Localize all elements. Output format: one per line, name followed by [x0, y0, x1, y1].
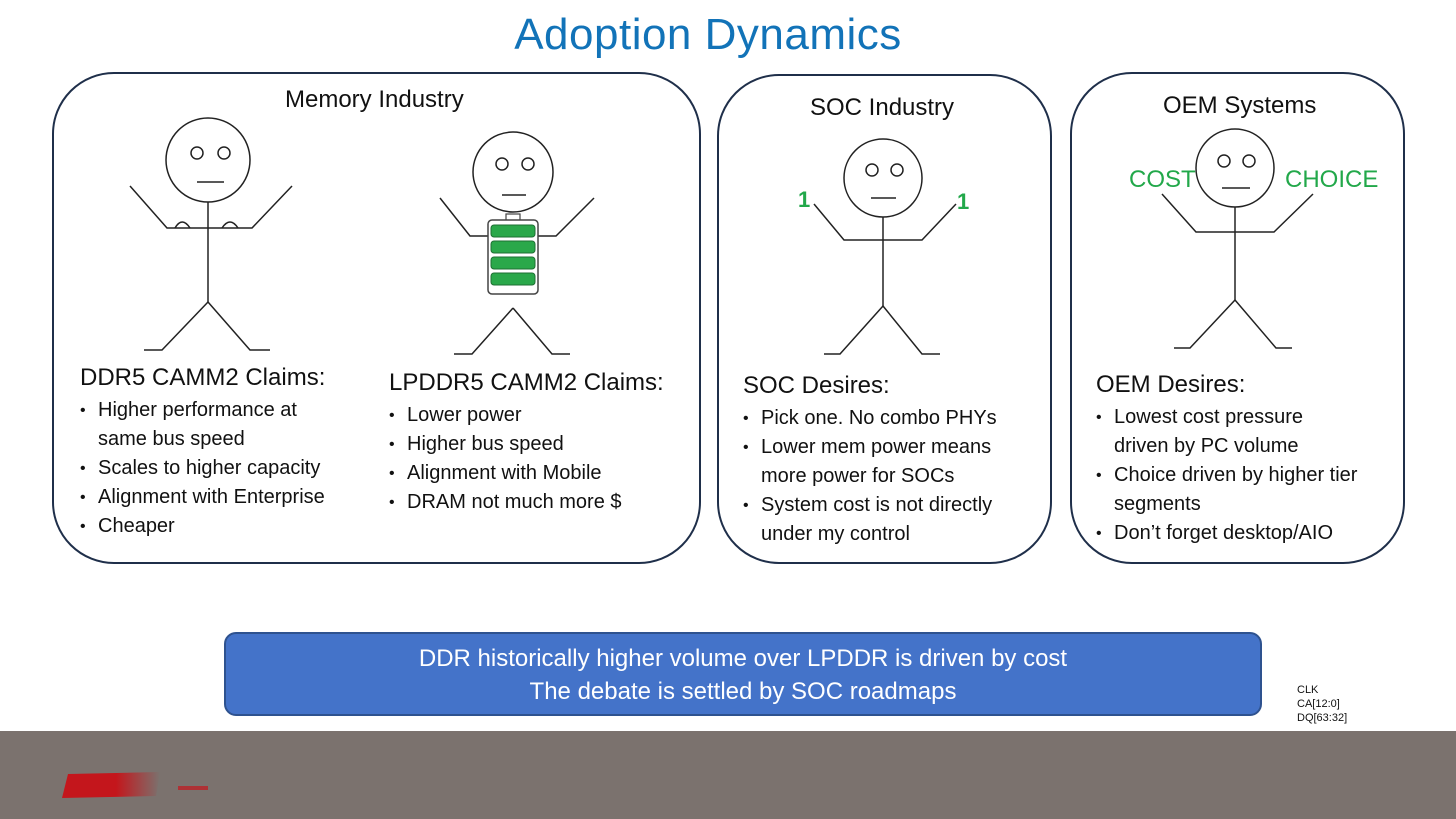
lpddr5-figure-head — [472, 131, 554, 213]
brand-logo — [62, 772, 208, 798]
soc-left-hand-label: 1 — [798, 187, 811, 212]
soc-figure-head — [843, 138, 923, 218]
oem-figure-arm-right — [1235, 193, 1314, 233]
signal-label: CA[12:0] — [1297, 698, 1340, 710]
oem-stick-figure — [1161, 128, 1314, 349]
list-item: Lowest cost pressure driven by PC volume — [1096, 403, 1344, 461]
list-item: Alignment with Enterprise — [80, 483, 370, 512]
ddr5-claims-list: Higher performance at same bus speed Sca… — [80, 396, 370, 541]
list-item: Pick one. No combo PHYs — [743, 404, 1033, 433]
banner-line-1: DDR historically higher volume over LPDD… — [418, 645, 1068, 672]
soc-figure-arm-right — [883, 203, 957, 241]
list-item: Choice driven by higher tier segments — [1096, 461, 1364, 519]
oem-figure-arm-left — [1161, 193, 1235, 233]
ddr5-claims: DDR5 CAMM2 Claims: Higher performance at… — [80, 364, 370, 541]
ddr5-figure-head — [165, 117, 251, 203]
oem-figure-leg-left — [1174, 299, 1236, 349]
soc-desires-heading: SOC Desires: — [743, 372, 890, 399]
ddr5-figure-arm-left — [129, 185, 208, 229]
banner-line-2: The debate is settled by SOC roadmaps — [529, 678, 957, 705]
list-item: Cheaper — [80, 512, 370, 541]
ddr5-figure-bicep-right — [221, 221, 239, 229]
ddr5-claims-heading: DDR5 CAMM2 Claims: — [80, 364, 326, 391]
ddr5-figure-eye-right — [217, 146, 231, 160]
soc-figure-leg-left — [824, 305, 884, 355]
lpddr5-claims-list: Lower power Higher bus speed Alignment w… — [389, 401, 689, 517]
ddr5-figure-eye-left — [190, 146, 204, 160]
list-item: System cost is not directly under my con… — [743, 491, 1023, 549]
soc-desires-list: Pick one. No combo PHYs Lower mem power … — [743, 404, 1033, 549]
list-item: DRAM not much more $ — [389, 488, 689, 517]
oem-figure-head — [1195, 128, 1275, 208]
oem-desires-heading: OEM Desires: — [1096, 371, 1246, 398]
soc-right-hand-label: 1 — [957, 189, 970, 214]
ddr5-figure-leg-left — [144, 301, 209, 351]
list-item: Lower mem power means more power for SOC… — [743, 433, 1023, 491]
lpddr5-figure-leg-left — [454, 307, 514, 355]
list-item: Lower power — [389, 401, 689, 430]
oem-desires-list: Lowest cost pressure driven by PC volume… — [1096, 403, 1386, 548]
summary-banner: DDR historically higher volume over LPDD… — [224, 632, 1262, 716]
footer-bar — [0, 731, 1456, 819]
oem-left-hand-label: COST — [1129, 166, 1196, 193]
lpddr5-figure-eye-right — [521, 157, 535, 171]
soc-figure-arm-left — [813, 203, 883, 241]
soc-stick-figure — [813, 138, 957, 355]
soc-desires: SOC Desires: Pick one. No combo PHYs Low… — [743, 372, 1033, 549]
signal-labels: CLK CA[12:0] DQ[63:32] — [1297, 683, 1347, 725]
soc-figure-eye-left — [865, 163, 879, 177]
oem-desires: OEM Desires: Lowest cost pressure driven… — [1096, 371, 1386, 548]
list-item: Don’t forget desktop/AIO — [1096, 519, 1386, 548]
lpddr5-claims: LPDDR5 CAMM2 Claims: Lower power Higher … — [389, 369, 689, 517]
oem-figure-leg-right — [1234, 299, 1292, 349]
signal-label: DQ[63:32] — [1297, 712, 1348, 724]
oem-systems-title: OEM Systems — [1163, 92, 1317, 119]
list-item: Scales to higher capacity — [80, 454, 370, 483]
ddr5-stick-figure — [129, 117, 293, 351]
lpddr5-figure-arm-left — [439, 197, 488, 237]
ddr5-figure-leg-right — [207, 301, 270, 351]
soc-figure-leg-right — [882, 305, 940, 355]
soc-figure-eye-right — [890, 163, 904, 177]
slide-title: Adoption Dynamics — [514, 10, 902, 59]
lpddr5-figure-arm-right — [538, 197, 595, 237]
list-item: Higher bus speed — [389, 430, 689, 459]
soc-industry-title: SOC Industry — [810, 94, 955, 121]
oem-figure-eye-left — [1217, 154, 1231, 168]
lpddr5-figure-eye-left — [495, 157, 509, 171]
oem-figure-eye-right — [1242, 154, 1256, 168]
battery-icon — [487, 213, 539, 295]
lpddr5-claims-heading: LPDDR5 CAMM2 Claims: — [389, 369, 664, 396]
ddr5-figure-arm-right — [208, 185, 293, 229]
lpddr5-figure-leg-right — [512, 307, 570, 355]
oem-right-hand-label: CHOICE — [1285, 166, 1379, 193]
memory-industry-title: Memory Industry — [285, 86, 464, 113]
signal-label: CLK — [1297, 684, 1319, 696]
list-item: Higher performance at same bus speed — [80, 396, 338, 454]
list-item: Alignment with Mobile — [389, 459, 689, 488]
ddr5-figure-bicep-left — [174, 221, 191, 229]
lpddr5-stick-figure — [439, 131, 595, 355]
